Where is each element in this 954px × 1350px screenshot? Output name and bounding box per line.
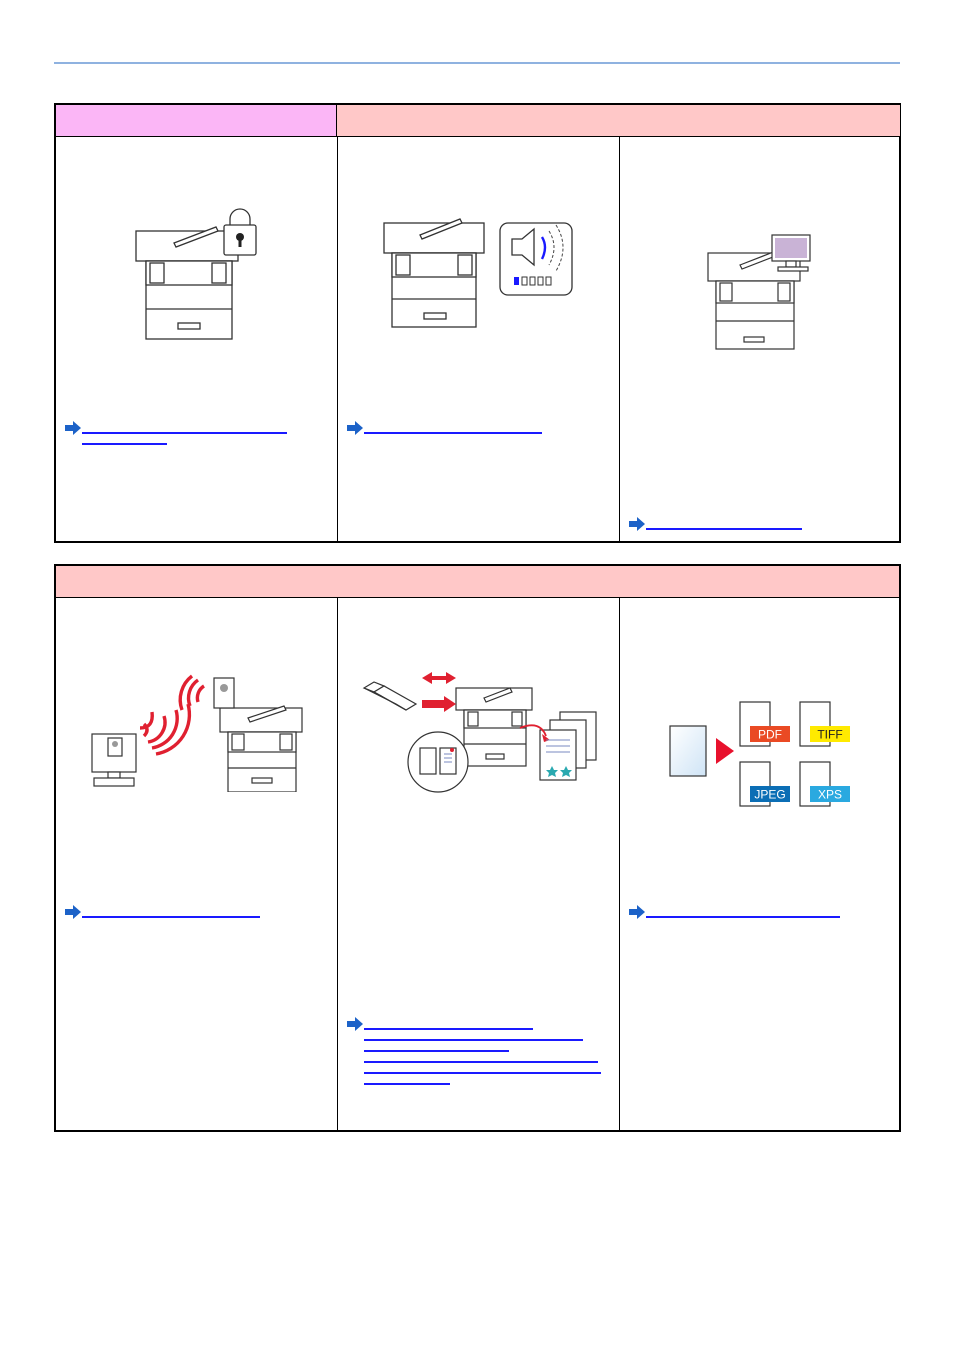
feature-block-2: PDF TIFF JPEG XPS (54, 564, 901, 1132)
printer-monitor-icon (707, 234, 811, 350)
reference-link[interactable] (82, 432, 287, 434)
usb-memory-print-icon (362, 672, 597, 793)
arrow-right-icon (65, 421, 81, 435)
reference-link[interactable] (364, 1039, 583, 1041)
reference-link[interactable] (364, 1050, 509, 1052)
top-rule (54, 62, 900, 64)
reference-security[interactable] (64, 420, 287, 454)
tiff-label: TIFF (817, 728, 842, 742)
reference-remote[interactable] (628, 516, 802, 539)
reference-link[interactable] (364, 1061, 598, 1063)
reference-link[interactable] (82, 916, 260, 918)
reference-wireless[interactable] (64, 904, 260, 927)
xps-badge (810, 786, 850, 802)
reference-link[interactable] (364, 432, 542, 434)
header-left (56, 105, 337, 137)
printer-speaker-icon (383, 218, 573, 328)
cell-usb (338, 598, 620, 1130)
jpeg-badge (750, 786, 790, 802)
cell-wireless (56, 598, 338, 1130)
jpeg-label: JPEG (754, 788, 785, 802)
locked-printer-icon (135, 208, 257, 340)
header (56, 566, 899, 598)
reference-link[interactable] (82, 443, 167, 445)
reference-link[interactable] (364, 1072, 601, 1074)
tiff-badge (810, 726, 850, 742)
cell-remote (620, 137, 900, 541)
arrow-right-icon (65, 905, 81, 919)
cell-sound (338, 137, 620, 541)
reference-file-formats[interactable] (628, 904, 840, 927)
arrow-right-icon (629, 905, 645, 919)
wireless-printing-icon (91, 674, 303, 792)
arrow-right-icon (347, 1017, 363, 1031)
arrow-right-icon (629, 517, 645, 531)
reference-link[interactable] (646, 528, 802, 530)
xps-label: XPS (818, 788, 842, 802)
cell-file-formats: PDF TIFF JPEG XPS (620, 598, 900, 1130)
header-right (337, 105, 900, 137)
cell-security (56, 137, 338, 541)
reference-link[interactable] (646, 916, 840, 918)
reference-sound[interactable] (346, 420, 542, 443)
pdf-badge (750, 726, 790, 742)
reference-link[interactable] (364, 1028, 533, 1030)
reference-link[interactable] (364, 1083, 450, 1085)
feature-block-1 (54, 103, 901, 543)
file-format-conversion-icon: PDF TIFF JPEG XPS (669, 701, 850, 807)
arrow-right-icon (347, 421, 363, 435)
reference-usb[interactable] (346, 1016, 601, 1094)
pdf-label: PDF (758, 728, 782, 742)
